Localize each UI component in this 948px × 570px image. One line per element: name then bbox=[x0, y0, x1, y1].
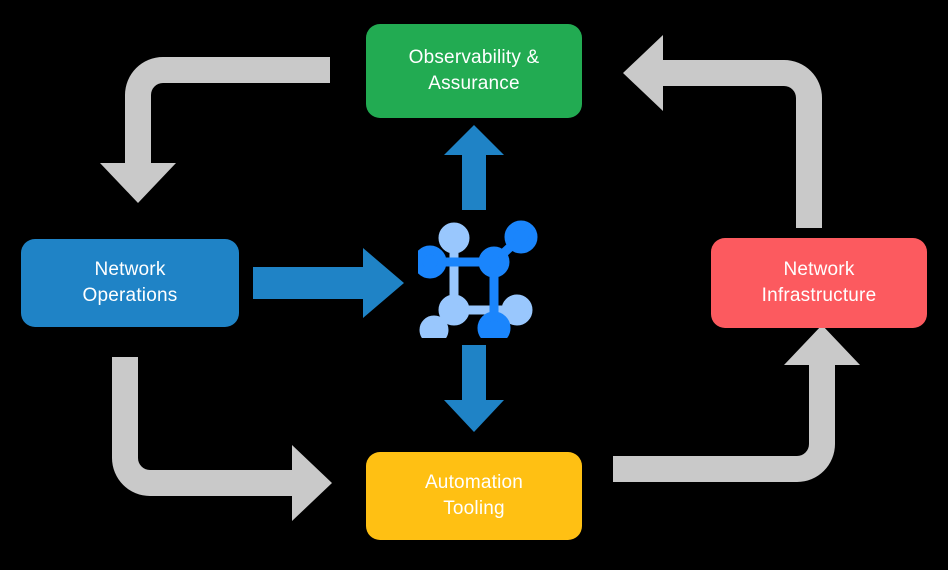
node-automation-tooling-label: Automation Tooling bbox=[424, 472, 524, 519]
node-observability-label: Observability & Assurance bbox=[408, 47, 540, 94]
node-network-infrastructure-label: Network Infrastructure bbox=[761, 259, 877, 306]
node-network-operations-label: Network Operations bbox=[82, 259, 178, 306]
cycle-arrow-operations-to-automation bbox=[112, 357, 332, 521]
hub-arrow-hub-to-automation bbox=[444, 345, 504, 432]
cycle-arrow-automation-to-infrastructure bbox=[613, 325, 860, 482]
node-network-operations[interactable]: Network Operations bbox=[21, 239, 239, 327]
cycle-arrow-infrastructure-to-observability bbox=[623, 35, 822, 228]
node-observability-and-assurance[interactable]: Observability & Assurance bbox=[366, 24, 582, 118]
node-network-infrastructure[interactable]: Network Infrastructure bbox=[711, 238, 927, 328]
hub-arrow-operations-to-hub bbox=[253, 248, 404, 318]
hub-arrow-hub-to-observability bbox=[444, 125, 504, 210]
cycle-arrow-observability-to-operations bbox=[100, 57, 330, 203]
network-topology-bright-group bbox=[418, 220, 538, 338]
network-topology-icon bbox=[418, 220, 538, 338]
node-automation-tooling[interactable]: Automation Tooling bbox=[366, 452, 582, 540]
